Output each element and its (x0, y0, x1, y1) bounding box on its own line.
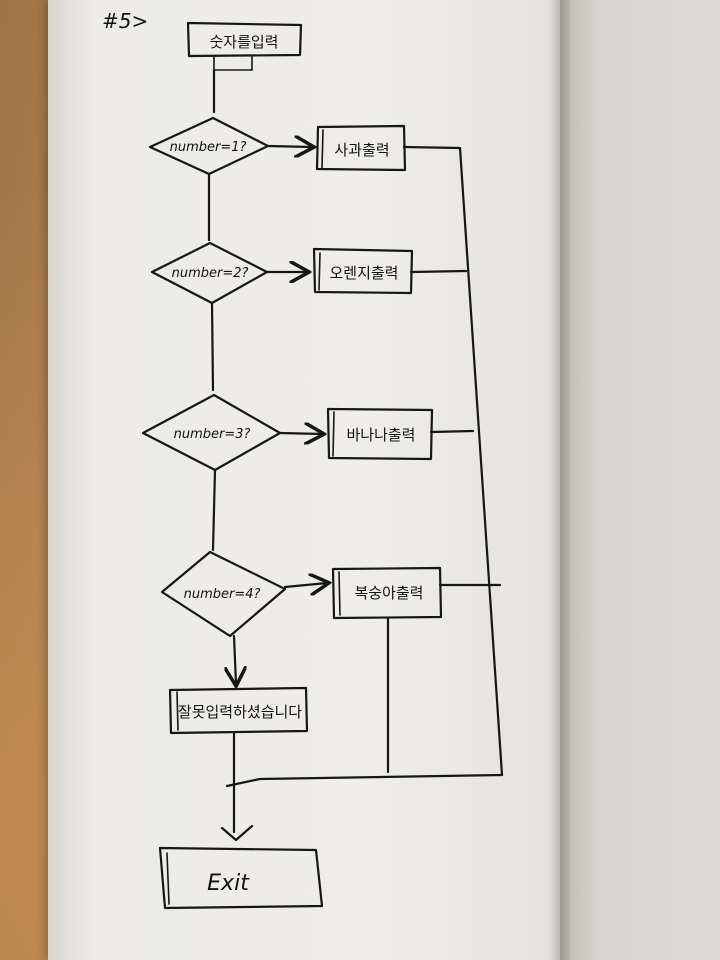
arrow-d4-yes (283, 583, 327, 587)
decision-4: number=4? (160, 550, 287, 638)
start-label: 숫자를입력 (209, 33, 278, 51)
page-number: #5> (102, 9, 148, 33)
exit-box: Exit (158, 846, 324, 910)
arrow-d1-yes (266, 146, 312, 147)
error-label: 잘못입력하셨습니다 (178, 703, 302, 721)
notebook-left-page (48, 0, 600, 960)
exit-label: Exit (207, 871, 250, 896)
output-3-box: 바나나출력 (326, 407, 434, 461)
arrow-d2-no (210, 301, 215, 392)
output-2-box: 오렌지출력 (312, 247, 414, 295)
decision-2-label: number=2? (172, 266, 249, 281)
output-1-box: 사과출력 (315, 124, 407, 172)
output-4-box: 복숭아출력 (331, 566, 443, 620)
output-1-label: 사과출력 (334, 141, 389, 159)
output-4-label: 복숭아출력 (354, 584, 423, 602)
output-2-label: 오렌지출력 (329, 264, 398, 282)
notebook-right-page (560, 0, 720, 960)
start-box: 숫자를입력 (186, 21, 303, 71)
arrow-d3-no (211, 468, 217, 552)
error-box: 잘못입력하셨습니다 (168, 686, 309, 735)
arrow-d4-no (234, 634, 236, 684)
arrow-d3-yes (278, 433, 322, 434)
decision-2: number=2? (150, 241, 269, 305)
decision-3: number=3? (141, 393, 282, 472)
decision-1-label: number=1? (170, 140, 247, 155)
decision-4-label: number=4? (184, 587, 261, 602)
decision-3-label: number=3? (174, 427, 251, 442)
output-3-label: 바나나출력 (346, 426, 415, 444)
notebook-gutter (548, 0, 570, 960)
decision-1: number=1? (148, 116, 270, 176)
merge-connectors (220, 145, 504, 842)
